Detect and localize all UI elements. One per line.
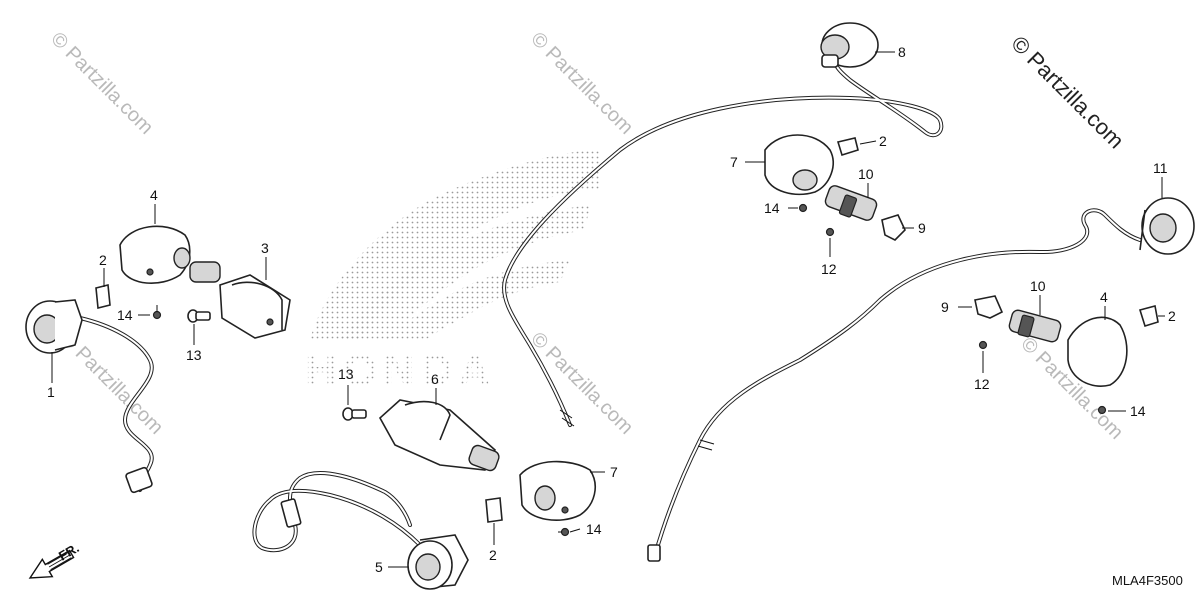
wire-harness-left — [78, 316, 154, 494]
part-11-signal-housing — [1139, 197, 1195, 255]
part-7-lens — [764, 134, 834, 196]
part-10-socket — [1008, 309, 1062, 343]
part-4-lens — [119, 225, 191, 285]
wire-harness-right — [647, 208, 1142, 562]
watermark: © Partzilla.com — [46, 28, 157, 139]
diagram-code: MLA4F3500 — [1112, 573, 1183, 588]
part-14-screw — [798, 203, 808, 213]
callout-14: 14 — [117, 307, 133, 323]
callout-2: 2 — [1168, 308, 1176, 324]
part-12-screw — [825, 227, 835, 237]
callout-6: 6 — [431, 371, 439, 387]
callout-14: 14 — [764, 200, 780, 216]
callouts: 1 2 2 2 2 3 4 4 5 6 7 7 8 9 9 10 10 11 1… — [47, 44, 1176, 575]
part-9-bulb — [974, 295, 1004, 319]
watermark-large: © Partzilla.com — [1006, 31, 1129, 154]
callout-12: 12 — [821, 261, 837, 277]
part-6-bracket — [378, 399, 500, 472]
callout-11: 11 — [1153, 160, 1168, 176]
callout-12: 12 — [974, 376, 990, 392]
part-14-screw — [152, 305, 162, 320]
callout-7: 7 — [610, 464, 618, 480]
part-5-signal-housing — [407, 534, 469, 590]
callout-9: 9 — [941, 299, 949, 315]
callout-7: 7 — [730, 154, 738, 170]
callout-2: 2 — [99, 252, 107, 268]
leader-lines — [51, 51, 1165, 568]
callout-9: 9 — [918, 220, 926, 236]
part-1-signal-housing — [25, 299, 83, 354]
part-3-bracket — [189, 261, 291, 339]
honda-logo-text: HONDA — [305, 346, 496, 395]
part-9-bulb — [881, 214, 906, 241]
callout-14: 14 — [586, 521, 602, 537]
wire-harness-main — [502, 53, 944, 427]
part-2-clip — [485, 497, 503, 523]
watermark: © Partzilla.com — [526, 28, 637, 139]
part-2-clip — [95, 283, 111, 310]
callout-1: 1 — [47, 384, 55, 400]
callout-4: 4 — [150, 187, 158, 203]
part-8-signal-housing — [820, 22, 879, 68]
part-7-lens — [519, 460, 596, 521]
watermark: © Partzilla.com — [526, 328, 637, 439]
part-2-clip — [1138, 305, 1159, 327]
callout-5: 5 — [375, 559, 383, 575]
callout-10: 10 — [858, 166, 874, 182]
callout-13: 13 — [186, 347, 202, 363]
callout-2: 2 — [489, 547, 497, 563]
callout-14: 14 — [1130, 403, 1146, 419]
part-4-lens — [1067, 316, 1128, 387]
callout-3: 3 — [261, 240, 269, 256]
callout-13: 13 — [338, 366, 354, 382]
callout-10: 10 — [1030, 278, 1046, 294]
part-10-socket — [824, 185, 878, 221]
part-13-bolt — [187, 309, 211, 323]
front-direction-arrow — [28, 549, 75, 579]
callout-8: 8 — [898, 44, 906, 60]
callout-2: 2 — [879, 133, 887, 149]
part-12-screw — [978, 340, 988, 350]
part-14-screw — [558, 527, 570, 537]
callout-4: 4 — [1100, 289, 1108, 305]
part-14-screw — [1097, 405, 1107, 415]
part-2-clip — [836, 137, 859, 157]
wire-harness-lower — [252, 471, 422, 553]
part-13-bolt — [342, 407, 367, 421]
